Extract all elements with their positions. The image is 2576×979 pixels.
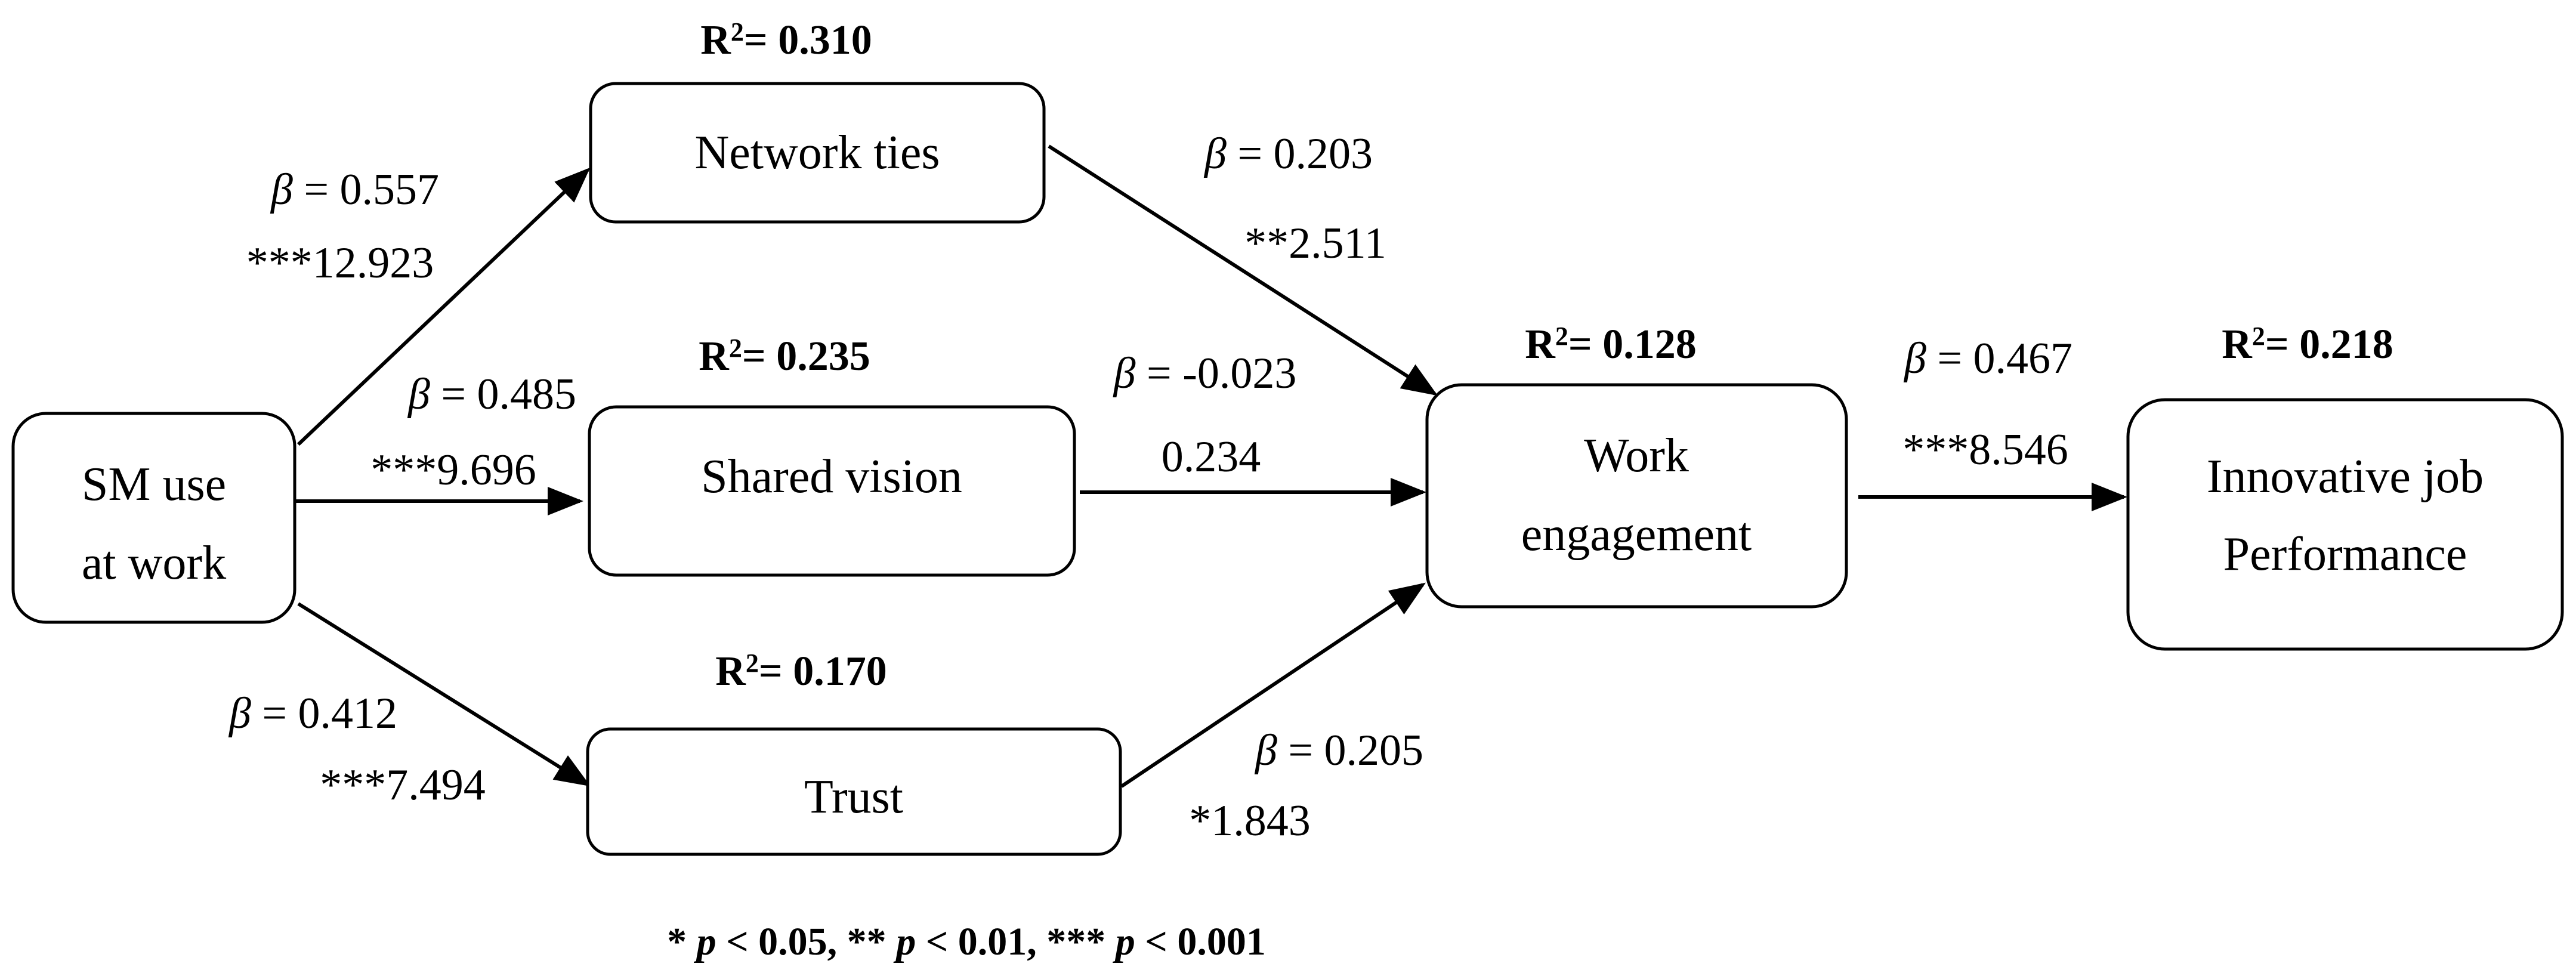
node-work-engagement-line2: engagement	[1521, 508, 1752, 561]
footnote-p-symbol: p	[1113, 920, 1135, 963]
edge-sm-to-network	[296, 167, 591, 446]
r2-innovative-job: R2= 0.218	[2222, 322, 2393, 367]
node-trust: Trust	[586, 727, 1122, 856]
beta-value: = 0.557	[293, 165, 439, 214]
r2-work-engagement: R2= 0.128	[1525, 322, 1696, 367]
beta-symbol: β	[1254, 726, 1277, 775]
edge-sm-to-trust	[297, 602, 591, 787]
t-shared-engagement: 0.234	[1162, 433, 1261, 481]
r2-work-engagement-value: = 0.128	[1568, 322, 1697, 367]
r2-prefix: R	[1525, 322, 1556, 367]
r2-trust: R2= 0.170	[715, 648, 887, 694]
beta-value: = -0.023	[1135, 349, 1296, 398]
beta-shared-engagement: β = -0.023	[1113, 349, 1297, 398]
beta-value: = 0.485	[430, 370, 576, 419]
beta-sm-shared: β = 0.485	[407, 370, 576, 419]
footnote-p-symbol: p	[893, 920, 916, 963]
beta-value: = 0.205	[1277, 726, 1423, 775]
footnote-part: < 0.001	[1135, 920, 1266, 963]
t-sm-network: ***12.923	[246, 239, 434, 288]
node-innovative-job-line1: Innovative job	[2207, 450, 2484, 503]
node-innovative-job: Innovative job Performance	[2126, 398, 2564, 651]
r2-prefix: R	[2222, 322, 2253, 367]
r2-superscript: 2	[729, 333, 742, 363]
t-trust-engagement: *1.843	[1189, 796, 1311, 845]
r2-prefix: R	[699, 333, 730, 379]
footnote-part: < 0.01, ***	[916, 920, 1116, 963]
r2-superscript: 2	[746, 648, 759, 678]
node-sm-use-line2: at work	[82, 537, 226, 589]
node-shared-vision: Shared vision	[588, 405, 1076, 577]
footnote-p-symbol: p	[694, 920, 716, 963]
r2-innovative-job-value: = 0.218	[2265, 322, 2393, 367]
node-innovative-job-line2: Performance	[2223, 528, 2467, 580]
beta-engagement-innovative: β = 0.467	[1903, 334, 2072, 383]
r2-network-ties: R2= 0.310	[700, 17, 872, 63]
footnote-part: < 0.05, **	[716, 920, 897, 963]
beta-trust-engagement: β = 0.205	[1254, 726, 1423, 775]
significance-footnote: * p < 0.05, ** p < 0.01, *** p < 0.001	[667, 920, 1266, 963]
t-sm-trust: ***7.494	[320, 761, 486, 810]
t-engagement-innovative: ***8.546	[1902, 425, 2068, 474]
node-network-ties-label: Network ties	[694, 126, 940, 179]
beta-sm-network: β = 0.557	[270, 165, 439, 214]
beta-value: = 0.412	[251, 689, 397, 738]
beta-value: = 0.203	[1227, 129, 1373, 178]
beta-symbol: β	[1903, 334, 1926, 383]
r2-superscript: 2	[2252, 322, 2265, 351]
r2-prefix: R	[700, 17, 731, 63]
edge-trust-to-engagement	[1120, 582, 1426, 788]
r2-shared-vision-value: = 0.235	[742, 333, 870, 379]
r2-superscript: 2	[731, 17, 744, 47]
t-network-engagement: **2.511	[1244, 219, 1386, 268]
t-sm-shared: ***9.696	[370, 446, 536, 495]
node-sm-use-line1: SM use	[82, 458, 226, 511]
node-network-ties: Network ties	[589, 82, 1046, 224]
beta-symbol: β	[1203, 129, 1227, 178]
r2-network-ties-value: = 0.310	[744, 17, 872, 63]
r2-superscript: 2	[1555, 322, 1568, 351]
beta-symbol: β	[228, 689, 251, 738]
beta-symbol: β	[270, 165, 293, 214]
r2-trust-value: = 0.170	[759, 648, 887, 694]
node-sm-use: SM use at work	[11, 412, 296, 624]
r2-prefix: R	[715, 648, 746, 694]
beta-value: = 0.467	[1926, 334, 2072, 383]
footnote-part: *	[667, 920, 697, 963]
beta-network-engagement: β = 0.203	[1203, 129, 1373, 178]
node-work-engagement: Work engagement	[1425, 383, 1848, 609]
r2-shared-vision: R2= 0.235	[699, 333, 870, 379]
node-work-engagement-line1: Work	[1584, 430, 1689, 482]
node-trust-label: Trust	[804, 771, 903, 823]
beta-symbol: β	[1113, 349, 1136, 398]
beta-symbol: β	[407, 370, 430, 419]
node-shared-vision-label: Shared vision	[701, 450, 962, 503]
edge-network-to-engagement	[1048, 144, 1438, 396]
beta-sm-trust: β = 0.412	[228, 689, 397, 738]
